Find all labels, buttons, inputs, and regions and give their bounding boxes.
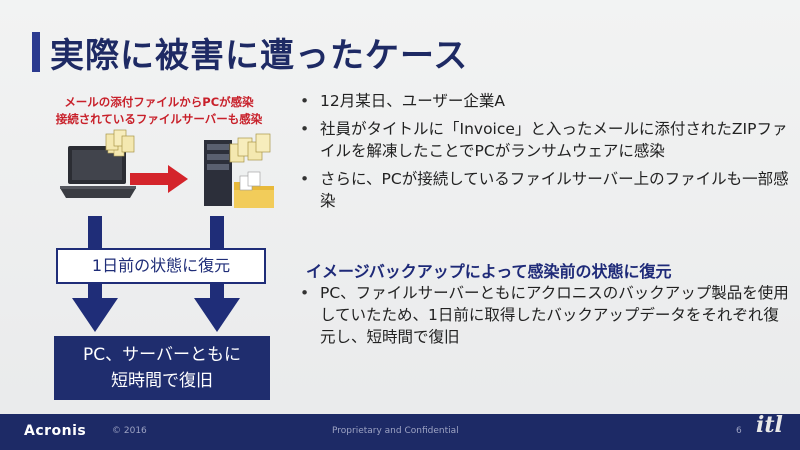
result-line-2: 短時間で復旧 bbox=[111, 371, 213, 391]
bullet-item: •さらに、PCが接続しているファイルサーバー上のファイルも一部感染 bbox=[300, 170, 789, 210]
confidential-label: Proprietary and Confidential bbox=[332, 426, 459, 436]
bullet-text: さらに、PCが接続しているファイルサーバー上のファイルも一部感染 bbox=[320, 170, 789, 210]
subheading: イメージバックアップによって感染前の状態に復元 bbox=[306, 262, 672, 281]
watermark-logo: itl bbox=[756, 412, 783, 438]
copyright: © 2016 bbox=[112, 426, 147, 436]
restore-label-box: 1日前の状態に復元 bbox=[56, 248, 266, 284]
caption-line-1: メールの添付ファイルからPCが感染 bbox=[64, 95, 254, 109]
bullet-text: 12月某日、ユーザー企業A bbox=[320, 92, 506, 110]
result-line-1: PC、サーバーともに bbox=[83, 345, 241, 365]
document-icon bbox=[105, 129, 135, 153]
result-box: PC、サーバーともに 短時間で復旧 bbox=[54, 336, 270, 400]
right-arrow-icon bbox=[130, 165, 188, 193]
title-bar: 実際に被害に遭ったケース bbox=[0, 28, 800, 78]
laptop-icon bbox=[60, 140, 136, 198]
footer: Acronis © 2016 Proprietary and Confident… bbox=[0, 414, 800, 450]
title-accent bbox=[32, 32, 40, 72]
page-title: 実際に被害に遭ったケース bbox=[50, 36, 469, 76]
caption-line-2: 接続されているファイルサーバーも感染 bbox=[55, 112, 263, 126]
bullet-list: •12月某日、ユーザー企業A •社員がタイトルに「Invoice」と入ったメール… bbox=[298, 90, 790, 218]
bullet-text: PC、ファイルサーバーともにアクロニスのバックアップ製品を使用していたため、1日… bbox=[320, 284, 789, 346]
bullet-item: •PC、ファイルサーバーともにアクロニスのバックアップ製品を使用していたため、1… bbox=[300, 284, 789, 346]
bullet-item: •社員がタイトルに「Invoice」と入ったメールに添付されたZIPファイルを解… bbox=[300, 120, 788, 160]
bullet-text: 社員がタイトルに「Invoice」と入ったメールに添付されたZIPファイルを解凍… bbox=[320, 120, 788, 160]
bullet-list-2: •PC、ファイルサーバーともにアクロニスのバックアップ製品を使用していたため、1… bbox=[298, 282, 790, 354]
bullet-item: •12月某日、ユーザー企業A bbox=[300, 92, 506, 110]
server-icon bbox=[204, 133, 274, 208]
acronis-logo: Acronis bbox=[24, 423, 87, 439]
page-number: 6 bbox=[736, 426, 742, 436]
diagram-caption: メールの添付ファイルからPCが感染 接続されているファイルサーバーも感染 bbox=[24, 94, 294, 128]
